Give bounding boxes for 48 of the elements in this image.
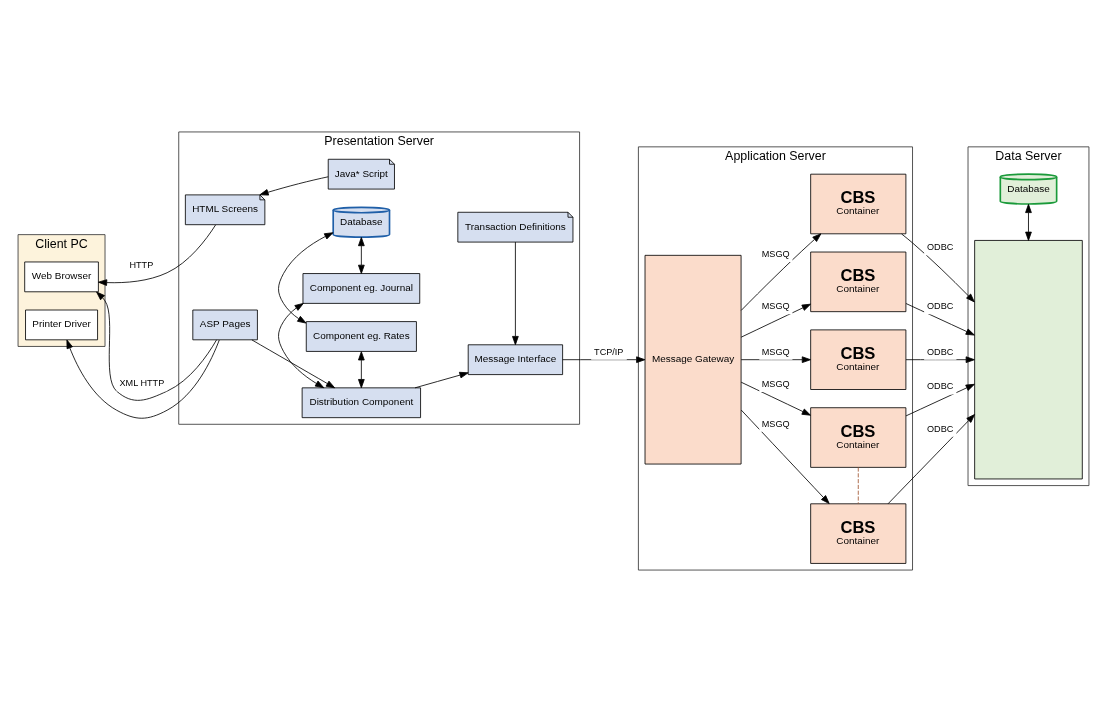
arrow bbox=[259, 176, 329, 196]
edge-label: MSGQ bbox=[761, 248, 790, 259]
arrow bbox=[358, 237, 365, 274]
edge-label: ODBC bbox=[927, 242, 954, 253]
arrow bbox=[278, 232, 334, 324]
edge-label: ODBC bbox=[927, 346, 954, 357]
arrow bbox=[251, 339, 336, 389]
edge-label: HTTP bbox=[129, 259, 154, 270]
edge-label: MSGQ bbox=[761, 378, 790, 389]
node-box: Component eg. Journal bbox=[302, 273, 421, 304]
node-box: CBS Container bbox=[810, 251, 907, 313]
node-box: CBS Container bbox=[810, 407, 907, 468]
node-box: CBS Container bbox=[810, 329, 907, 390]
arrow bbox=[414, 371, 469, 389]
edge-label: XML HTTP bbox=[119, 378, 165, 389]
edge-label: TCP/IP bbox=[594, 346, 624, 357]
edge-label: ODBC bbox=[927, 381, 954, 392]
node-box: Distribution Component bbox=[301, 387, 421, 419]
node-box: Web Browser bbox=[24, 261, 99, 293]
arrow bbox=[740, 303, 811, 338]
arrow bbox=[278, 303, 325, 389]
arrow bbox=[887, 414, 975, 505]
arrow bbox=[905, 303, 975, 336]
node-box: Message Gateway bbox=[644, 254, 742, 465]
arrow bbox=[740, 381, 811, 416]
node-box: CBS Container bbox=[810, 173, 907, 235]
node-box: Printer Driver bbox=[25, 309, 98, 341]
arrow bbox=[901, 233, 975, 303]
node-box: Component eg. Rates bbox=[305, 321, 417, 352]
node-box: ASP Pages bbox=[192, 309, 258, 341]
arrow bbox=[96, 291, 217, 401]
arrow bbox=[740, 409, 830, 504]
edge-label: MSGQ bbox=[761, 418, 790, 429]
connector bbox=[857, 467, 859, 504]
arrow bbox=[98, 224, 216, 286]
node-box bbox=[974, 240, 1083, 480]
edge-label: ODBC bbox=[927, 423, 954, 434]
arrow bbox=[512, 241, 519, 346]
edge-label: MSGQ bbox=[761, 346, 790, 357]
arrow bbox=[358, 351, 365, 389]
arrow bbox=[740, 233, 822, 311]
arrow bbox=[905, 383, 975, 417]
edge-label: MSGQ bbox=[761, 301, 790, 312]
node-box: CBS Container bbox=[810, 503, 907, 564]
arrow bbox=[1025, 203, 1032, 241]
arrow bbox=[66, 339, 220, 419]
edge-label: ODBC bbox=[927, 301, 954, 312]
node-box: Message Interface bbox=[467, 344, 564, 375]
